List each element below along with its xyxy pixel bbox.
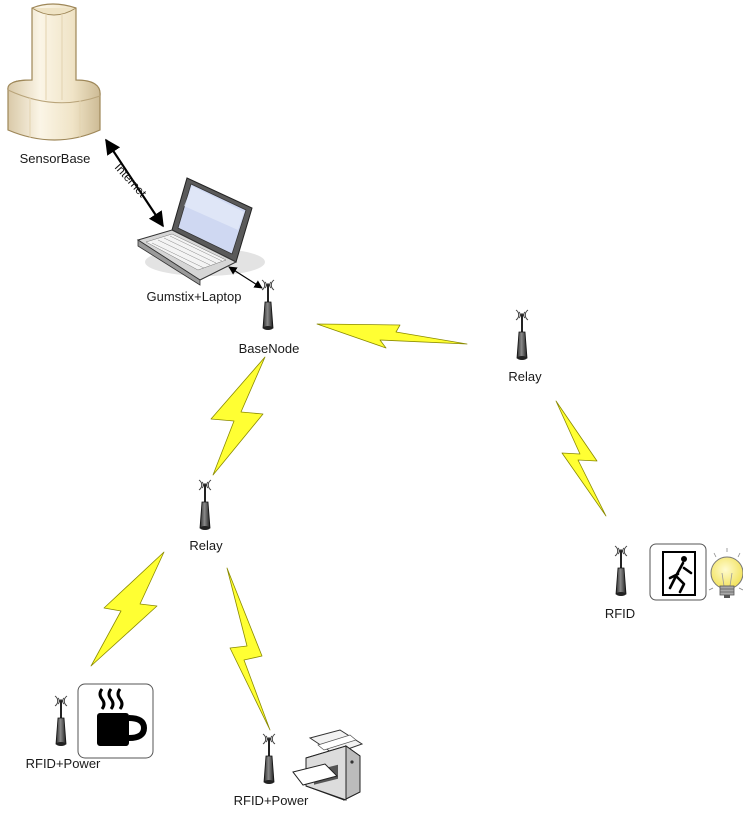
sensorbase-tower-icon <box>7 3 101 141</box>
light-bulb-icon <box>708 548 743 598</box>
lightning-bolt-relay-rfid-power-left <box>90 551 165 667</box>
rfid-right-label: RFID <box>604 606 636 621</box>
lightning-bolt-basenode-relay-left <box>210 356 266 476</box>
printer-icon <box>292 729 364 801</box>
lightning-bolt-relay-rfid-power-right <box>226 567 271 731</box>
exit-door-icon <box>649 543 707 601</box>
rfid-right-antenna-icon <box>614 545 628 597</box>
basenode-label: BaseNode <box>238 341 300 356</box>
gumstix-laptop-label: Gumstix+Laptop <box>146 289 242 304</box>
rfid-power-right-label: RFID+Power <box>233 793 309 808</box>
rfid-power-right-antenna-icon <box>262 733 276 785</box>
basenode-antenna-icon <box>261 279 275 331</box>
internet-link-arrow <box>105 138 164 228</box>
rfid-power-left-label: RFID+Power <box>25 756 101 771</box>
relay-left-antenna-icon <box>198 479 212 531</box>
laptop-icon <box>136 177 265 286</box>
relay-right-label: Relay <box>508 369 542 384</box>
lightning-bolt-basenode-relay-right <box>316 323 468 349</box>
lightning-bolt-relay-rfid-right <box>555 400 607 517</box>
coffee-mug-icon <box>77 683 154 759</box>
sensorbase-label: SensorBase <box>19 151 91 166</box>
relay-left-label: Relay <box>189 538 223 553</box>
rfid-power-left-antenna-icon <box>54 695 68 747</box>
laptop-basenode-link <box>228 266 263 289</box>
relay-right-antenna-icon <box>515 309 529 361</box>
